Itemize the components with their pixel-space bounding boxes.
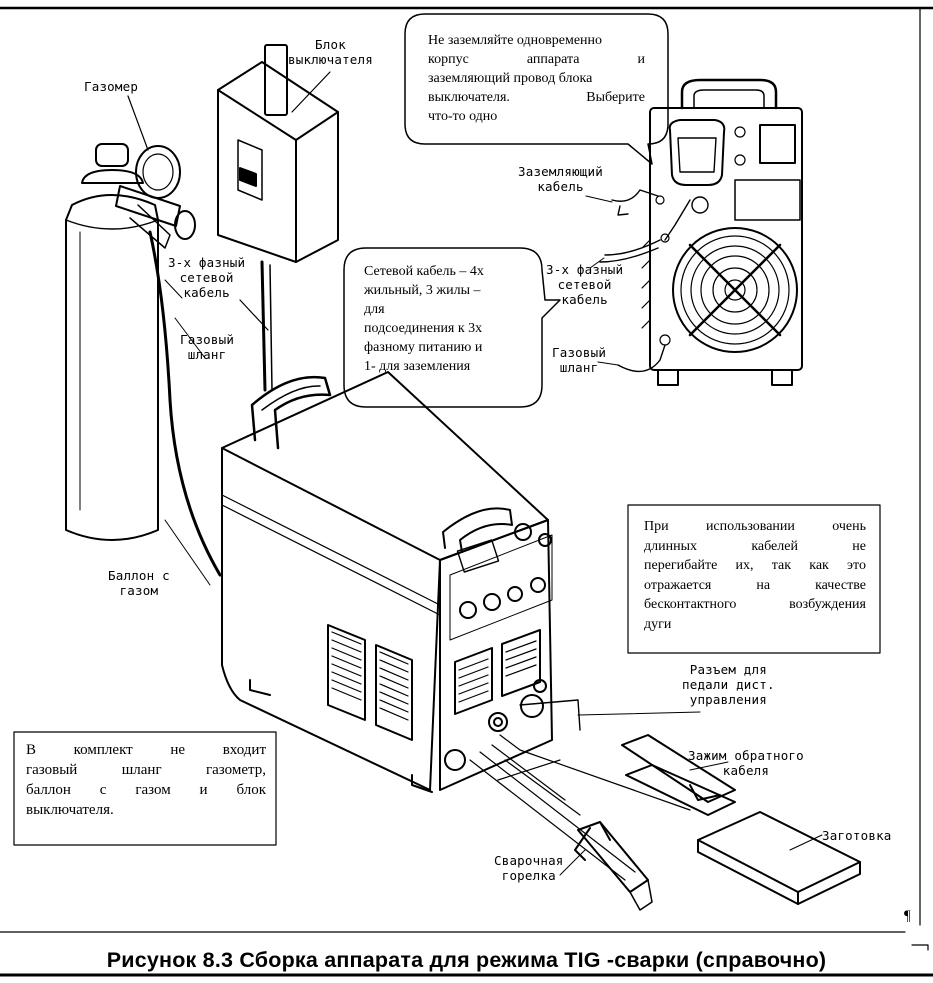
kit-box — [13, 731, 277, 846]
grounding-callout — [404, 13, 669, 165]
vent-slots — [331, 631, 537, 721]
welding-torch — [574, 821, 653, 911]
workpiece-label: Заготовка — [822, 828, 892, 843]
page-frame — [0, 6, 933, 977]
pilcrow-mark: ¶ — [904, 908, 911, 924]
rear-cables — [599, 189, 666, 373]
workpiece — [697, 811, 861, 905]
kit-note: В комплект не входит газовый шланг газом… — [26, 742, 266, 818]
welding-machine — [221, 371, 581, 793]
figure-caption: Рисунок 8.3 Сборка аппарата для режима T… — [106, 948, 827, 972]
gas-meter — [115, 95, 196, 249]
mains-cables — [239, 260, 273, 392]
long-cables-box — [627, 504, 881, 654]
cable-note: Сетевой кабель – 4х жильный, 3 жилы – дл… — [364, 264, 484, 374]
gas-cylinder — [65, 143, 159, 541]
long-cables-note: При использовании очень длинных кабелей … — [644, 519, 866, 632]
machine-rear-view — [641, 78, 803, 386]
cable-callout — [343, 247, 561, 408]
welding-cables — [469, 734, 691, 881]
gas-hose — [148, 230, 222, 577]
switch-box — [217, 44, 339, 263]
grounding-note: Не заземляйте одновременно корпус аппара… — [428, 33, 645, 124]
gas-meter-label: Газомер — [84, 79, 139, 94]
leader-lines — [164, 195, 823, 876]
return-clamp — [621, 734, 736, 816]
